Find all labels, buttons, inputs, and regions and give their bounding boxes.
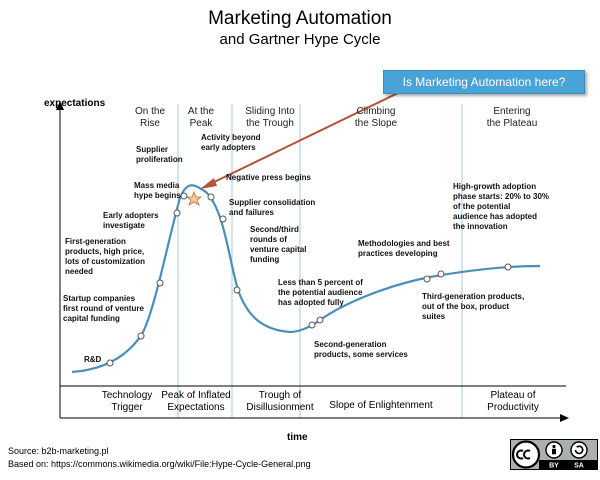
y-axis-arrowhead (56, 101, 64, 110)
page-title: Marketing Automation (208, 8, 392, 29)
milestone-annotation: R&D (84, 355, 102, 364)
milestone-annotation: Negative press begins (226, 173, 311, 182)
by-icon-head (552, 444, 556, 449)
callout-arrowhead (200, 178, 217, 189)
by-icon-body (552, 448, 556, 455)
milestone-marker (207, 193, 215, 201)
phase-label-bottom: Slope of Enlightenment (329, 400, 433, 411)
milestone-marker (219, 215, 227, 223)
milestone-marker (106, 359, 114, 367)
milestone-marker (423, 275, 431, 283)
page-subtitle: and Gartner Hype Cycle (219, 31, 381, 48)
milestone-marker (308, 321, 316, 329)
x-axis-label: time (287, 432, 308, 443)
sa-icon (570, 441, 588, 459)
sa-icon-arrow (574, 445, 584, 455)
cc-icon-mark (516, 449, 531, 460)
peak-star-icon (185, 190, 203, 206)
milestone-marker (173, 209, 181, 217)
callout-arrow (207, 91, 401, 186)
milestone-marker (233, 286, 241, 294)
by-label: BY (549, 463, 559, 470)
milestone-marker (156, 279, 164, 287)
cc-license-badge[interactable]: BY SA (510, 439, 598, 470)
callout-box[interactable]: Is Marketing Automation here? (383, 70, 585, 94)
sa-label: SA (574, 463, 584, 470)
milestone-marker (180, 192, 188, 200)
y-axis-label: expectations (44, 98, 106, 109)
milestone-marker (316, 316, 324, 324)
milestone-marker (437, 270, 445, 278)
milestone-annotation: Third-generation products,out of the box… (422, 292, 524, 321)
cc-badge-strip (539, 460, 597, 469)
x-axis-arrowhead (560, 414, 569, 422)
milestone-marker (504, 263, 512, 271)
cc-icon (511, 440, 541, 469)
milestone-marker (137, 332, 145, 340)
source-text: Source: b2b-marketing.pl (8, 446, 109, 456)
based-on-text: Based on: https://commons.wikimedia.org/… (8, 459, 311, 469)
